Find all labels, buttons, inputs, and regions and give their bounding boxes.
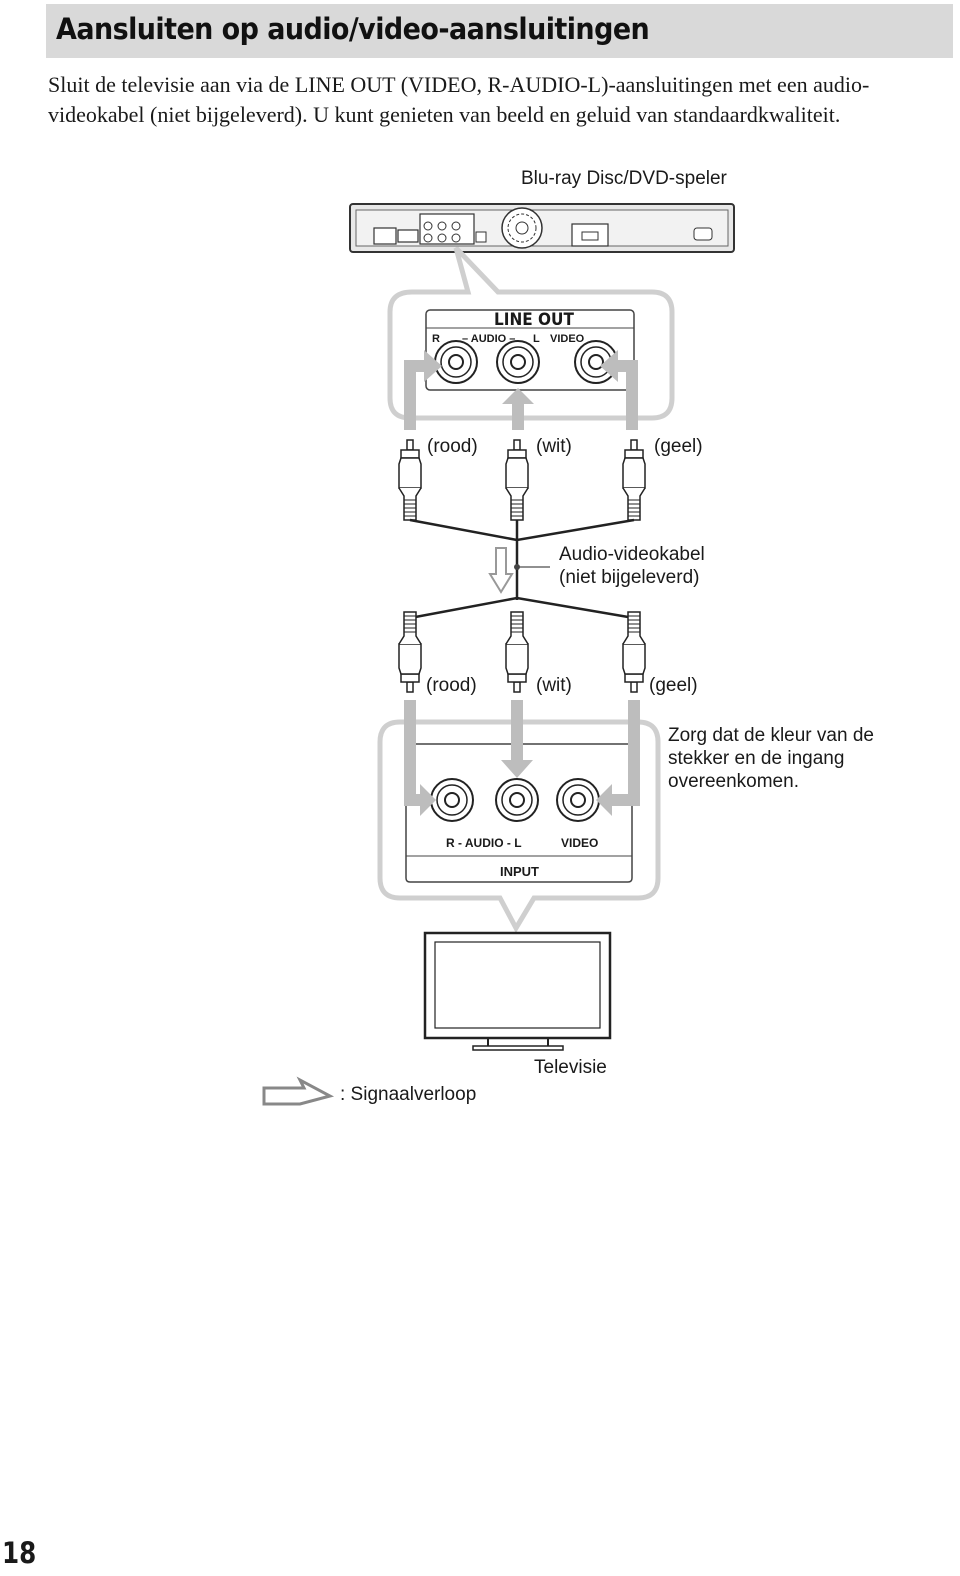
color-match-note-line-1: Zorg dat de kleur van de (668, 725, 874, 746)
bottom-plug-red-label: (rood) (426, 675, 477, 696)
cable-label-line-2: (niet bijgeleverd) (559, 567, 700, 588)
intro-paragraph: Sluit de televisie aan via de LINE OUT (… (48, 70, 953, 130)
television-icon (423, 931, 612, 1051)
bottom-red-plug (398, 611, 422, 693)
bottom-yellow-plug (622, 611, 646, 693)
tv-input-title: INPUT (500, 864, 539, 879)
tv-input-audio-label: R - AUDIO - L (446, 836, 522, 850)
line-out-video-label: VIDEO (550, 333, 585, 345)
page-number: 18 (2, 1536, 37, 1570)
bottom-plug-yellow-label: (geel) (649, 675, 698, 696)
player-label: Blu-ray Disc/DVD-speler (521, 168, 727, 189)
page-title: Aansluiten op audio/video-aansluitingen (56, 12, 650, 46)
bluray-player-rear-panel (349, 203, 735, 253)
top-plug-white-label: (wit) (536, 436, 572, 457)
top-plug-yellow-label: (geel) (654, 436, 703, 457)
tv-input-audio-r-jack (430, 778, 474, 822)
line-out-r-label: R (432, 333, 440, 345)
intro-line-1: Sluit de televisie aan via de LINE OUT (… (48, 72, 870, 97)
signal-flow-arrows-top (404, 350, 638, 430)
tv-input-audio-l-jack (495, 778, 539, 822)
top-plug-red-label: (rood) (427, 436, 478, 457)
tv-input-video-jack (556, 778, 600, 822)
bottom-white-plug (505, 611, 529, 693)
intro-line-2: videokabel (niet bijgeleverd). U kunt ge… (48, 102, 841, 127)
television-label: Televisie (534, 1057, 607, 1078)
signal-flow-arrows-bottom (404, 700, 640, 816)
line-out-title: LINE OUT (494, 310, 574, 330)
bottom-plug-white-label: (wit) (536, 675, 572, 696)
section-title-bar: Aansluiten op audio/video-aansluitingen (46, 4, 953, 58)
cable-label-dot (514, 564, 520, 570)
line-out-audio-label: – AUDIO – (462, 333, 516, 345)
top-white-plug (505, 439, 529, 521)
tv-input-video-label: VIDEO (561, 836, 599, 850)
color-match-note-line-2: stekker en de ingang (668, 748, 845, 769)
signal-flow-arrow-icon (262, 1076, 335, 1106)
legend-label: : Signaalverloop (340, 1084, 477, 1105)
color-match-note-line-3: overeenkomen. (668, 771, 799, 792)
top-red-plug (398, 439, 422, 521)
top-yellow-plug (622, 439, 646, 521)
cable-flow-arrow-icon (488, 547, 514, 594)
av-cable (409, 518, 635, 620)
line-out-l-label: L (533, 333, 540, 345)
cable-label-line-1: Audio-videokabel (559, 544, 705, 565)
